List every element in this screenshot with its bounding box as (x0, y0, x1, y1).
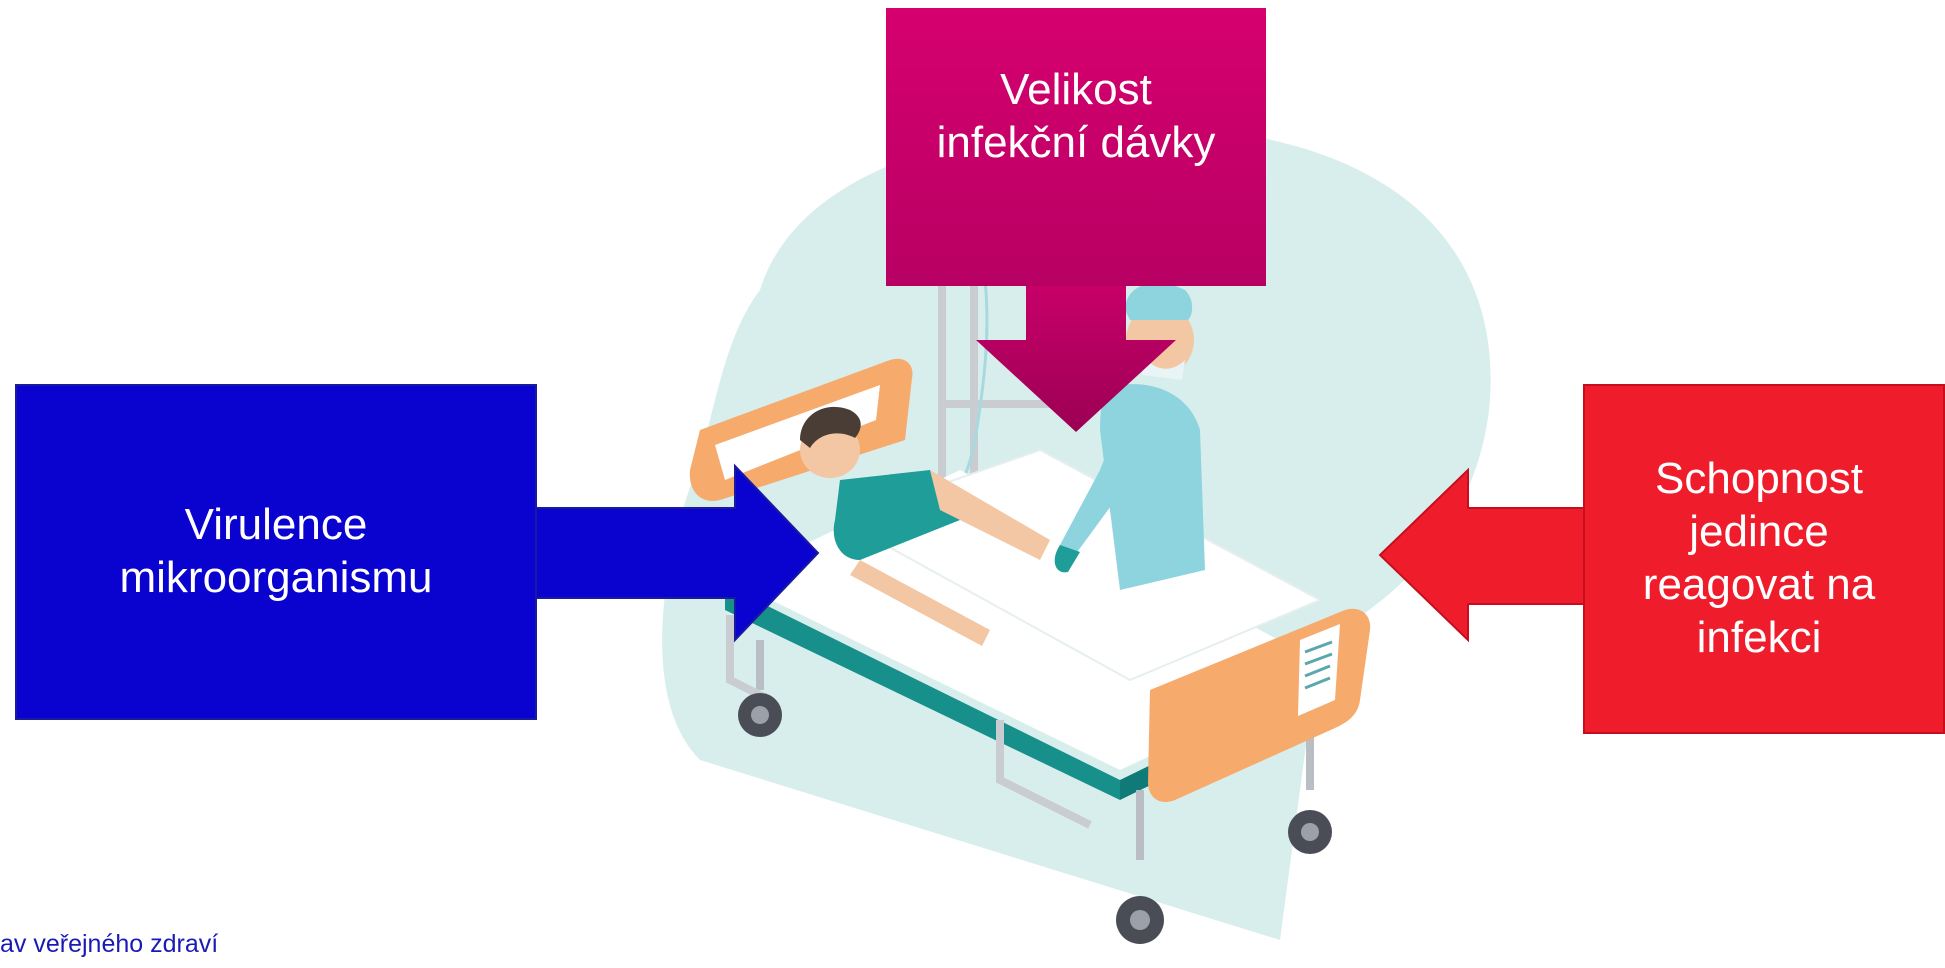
virulence-box: Virulence mikroorganismu (15, 384, 537, 720)
virulence-label: Virulence mikroorganismu (120, 499, 433, 605)
arrow-down-top (976, 282, 1176, 432)
host-response-label: Schopnost jedince reagovat na infekci (1643, 453, 1875, 664)
infectious-dose-label: Velikost infekční dávky (937, 64, 1216, 170)
arrow-left-right (1380, 470, 1585, 640)
host-response-box: Schopnost jedince reagovat na infekci (1583, 384, 1945, 734)
arrow-right-left (535, 466, 818, 640)
infectious-dose-box: Velikost infekční dávky (886, 8, 1266, 286)
footer-text: av veřejného zdraví (0, 930, 218, 959)
